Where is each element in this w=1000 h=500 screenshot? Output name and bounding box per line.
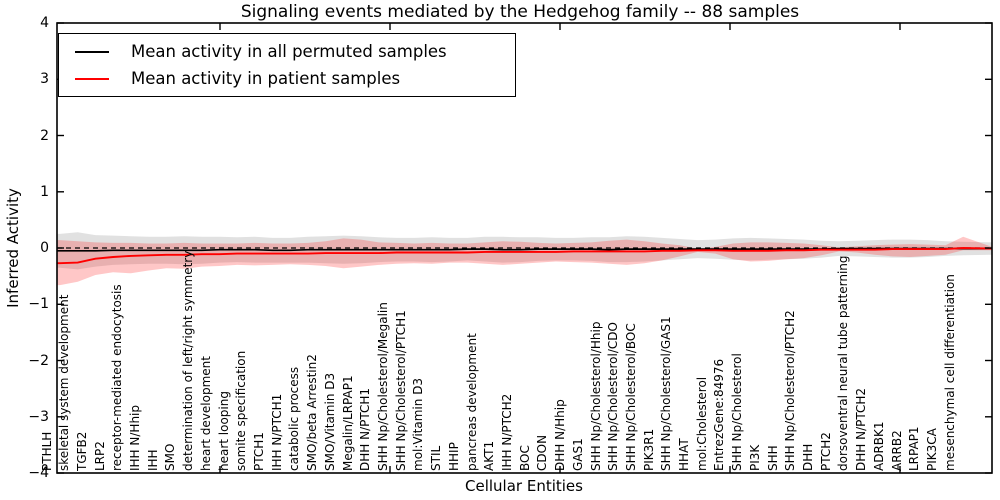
x-tick-label: PTCH1: [252, 432, 267, 471]
x-tick-label: PTHLH: [39, 431, 54, 471]
y-tick-label: −1: [28, 296, 49, 313]
x-tick-label: SHH Np/Cholesterol: [730, 353, 745, 471]
y-tick-label: −3: [28, 408, 49, 425]
x-tick-label: SMO/beta Arrestin2: [305, 354, 320, 471]
x-tick-label: receptor-mediated endocytosis: [110, 284, 125, 471]
x-tick-label: SHH Np/Cholesterol/BOC: [623, 323, 638, 471]
x-tick-label: DHH N/Hhip: [553, 399, 568, 471]
x-tick-label: SHH Np/Cholesterol/PTCH1: [393, 310, 408, 471]
x-tick-label: EntrezGene:84976: [712, 358, 727, 471]
x-tick-label: SHH Np/Cholesterol/Hhip: [588, 321, 603, 471]
x-tick-label: PIK3R1: [641, 428, 656, 471]
x-tick-label: SHH Np/Cholesterol/PTCH2: [783, 310, 798, 471]
x-tick-label: Megalin/LRPAP1: [340, 375, 355, 471]
x-tick-label: IHH N/PTCH2: [499, 393, 514, 471]
x-tick-label: PTCH2: [818, 432, 833, 471]
x-tick-label: HHAT: [677, 438, 692, 471]
x-tick-label: PI3K: [747, 444, 762, 471]
x-tick-label: GAS1: [570, 438, 585, 471]
legend-item-patient: Mean activity in patient samples: [75, 69, 515, 88]
legend-label: Mean activity in patient samples: [131, 69, 401, 88]
x-tick-label: DHH N/PTCH1: [358, 387, 373, 471]
x-tick-label: PIK3CA: [925, 428, 939, 471]
x-tick-label: heart looping: [216, 391, 231, 471]
chart-title: Signaling events mediated by the Hedgeho…: [240, 2, 800, 22]
x-tick-label: pancreas development: [464, 333, 479, 471]
x-tick-label: ADRBK1: [871, 421, 886, 471]
x-tick-label: determination of left/right symmetry: [181, 250, 196, 471]
x-tick-label: TGFB2: [74, 431, 89, 471]
x-tick-label: skeletal system development: [57, 294, 72, 471]
x-tick-label: mesenchymal cell differentiation: [942, 274, 957, 471]
legend-label: Mean activity in all permuted samples: [131, 42, 447, 61]
legend-item-permuted: Mean activity in all permuted samples: [75, 42, 515, 61]
x-tick-label: LRP2: [92, 441, 107, 471]
x-tick-label: SMO/Vitamin D3: [322, 372, 337, 471]
legend-line-sample-red: [75, 77, 109, 80]
y-tick-label: 2: [40, 127, 49, 144]
x-tick-label: LRPAP1: [907, 426, 922, 471]
legend: Mean activity in all permuted samples Me…: [58, 33, 516, 97]
x-tick-label: somite specification: [234, 350, 249, 471]
x-tick-label: DHH: [801, 443, 816, 471]
x-tick-label: SMO: [163, 443, 178, 471]
x-axis-label: Cellular Entities: [465, 477, 583, 495]
y-tick-label: −4: [28, 465, 49, 481]
x-tick-label: mol:Cholesterol: [694, 376, 709, 471]
legend-line-sample-black: [75, 50, 109, 53]
y-tick-label: 0: [40, 240, 49, 256]
x-tick-label: SHH: [765, 445, 780, 471]
x-tick-label: SHH Np/Cholesterol/Megalin: [375, 302, 390, 471]
x-tick-label: BOC: [517, 445, 532, 471]
x-tick-label: ARRB2: [889, 430, 904, 471]
y-tick-label: 4: [40, 15, 49, 31]
x-tick-label: SHH Np/Cholesterol/CDO: [606, 322, 621, 471]
x-tick-label: dorsoventral neural tube patterning: [836, 255, 851, 471]
x-tick-label: catabolic process: [287, 366, 302, 471]
x-tick-label: AKT1: [482, 440, 497, 471]
y-tick-label: 3: [40, 71, 49, 88]
x-tick-label: mol:Vitamin D3: [411, 377, 426, 471]
x-tick-label: heart development: [198, 356, 213, 471]
y-tick-label: −2: [28, 352, 49, 369]
x-tick-label: IHH N/PTCH1: [269, 393, 284, 471]
x-tick-label: HHIP: [446, 442, 461, 471]
x-tick-label: IHH N/Hhip: [128, 405, 143, 471]
x-tick-label: SHH Np/Cholesterol/GAS1: [659, 316, 674, 471]
x-tick-label: CDON: [535, 434, 550, 471]
y-tick-label: 1: [40, 183, 49, 200]
x-tick-label: IHH: [145, 449, 160, 471]
x-tick-label: STIL: [429, 445, 444, 471]
x-tick-label: DHH N/PTCH2: [854, 387, 869, 471]
